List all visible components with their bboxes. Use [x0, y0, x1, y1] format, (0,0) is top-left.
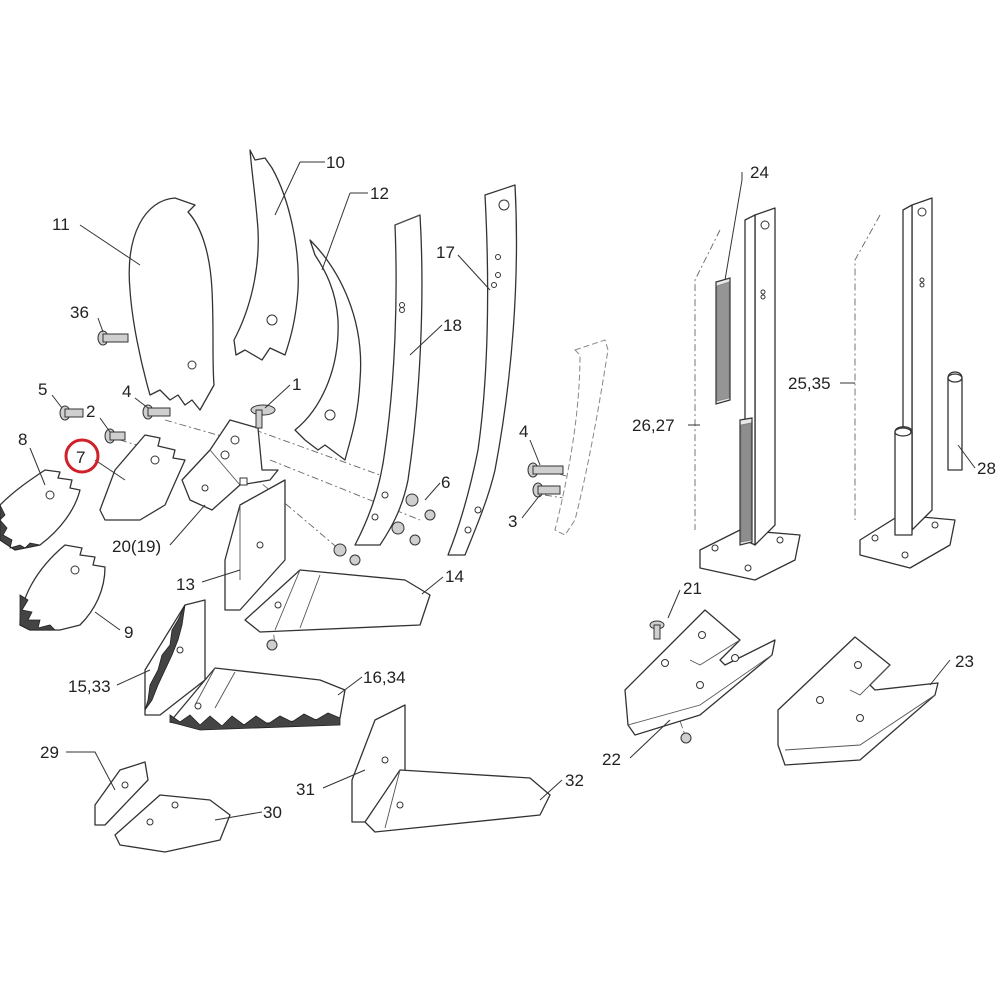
bolt-36: [97, 330, 129, 346]
part-29-point: [94, 761, 149, 826]
bolt-21: [649, 620, 665, 640]
label-5: 5: [38, 380, 47, 399]
part-14-wing: [244, 569, 431, 633]
label-21: 21: [683, 579, 702, 598]
part-25-35-post: [859, 197, 956, 569]
label-22: 22: [602, 750, 621, 769]
ghost-bar: [554, 339, 609, 536]
washers-6: [266, 493, 692, 744]
label-16-34: 16,34: [363, 668, 406, 687]
label-11: 11: [52, 215, 70, 234]
label-15-33: 15,33: [68, 677, 111, 696]
label-14: 14: [445, 567, 464, 586]
label-17: 17: [436, 243, 455, 262]
label-23: 23: [955, 652, 974, 671]
bolt-4b: [527, 462, 564, 478]
label-4a: 4: [122, 382, 131, 401]
label-26-27: 26,27: [632, 416, 675, 435]
bolt-5: [59, 405, 84, 421]
label-10: 10: [326, 153, 345, 172]
label-24: 24: [750, 163, 769, 182]
part-13-point: [224, 479, 286, 611]
part-23-plate: [777, 636, 939, 766]
leader-lines: [29, 161, 976, 821]
bolt-4a: [142, 404, 171, 420]
bolt-2: [104, 428, 126, 444]
label-4b: 4: [519, 422, 528, 441]
label-12: 12: [370, 184, 389, 203]
highlight-circle-7: [64, 438, 100, 474]
label-29: 29: [40, 743, 59, 762]
label-1: 1: [292, 375, 301, 394]
part-28-pin: [947, 371, 963, 471]
label-31: 31: [296, 780, 315, 799]
label-36: 36: [70, 303, 89, 322]
label-32: 32: [565, 771, 584, 790]
bolt-1: [250, 404, 276, 429]
part-10-plate: [233, 149, 299, 361]
label-28: 28: [977, 459, 996, 478]
part-17-bar: [447, 184, 518, 556]
part-20-bracket: [181, 419, 279, 511]
part-9-share: [19, 544, 106, 631]
label-13: 13: [176, 575, 195, 594]
part-12-moldboard: [294, 239, 362, 461]
label-9: 9: [124, 623, 133, 642]
part-32-wing: [364, 769, 551, 833]
part-16-34-toothed-wing: [169, 667, 346, 731]
part-26-27-post: [699, 207, 801, 581]
label-2: 2: [86, 402, 95, 421]
label-30: 30: [263, 803, 282, 822]
part-18-bar: [354, 214, 423, 546]
part-labels: 10 11 12 36 17 18 5 2 4 1 8 7 6 4 3 20(1…: [18, 153, 996, 822]
label-18: 18: [443, 316, 462, 335]
label-20-19: 20(19): [112, 537, 161, 556]
part-7-share: [99, 434, 186, 521]
label-8: 8: [18, 430, 27, 449]
part-11-shield: [128, 197, 215, 411]
label-25-35: 25,35: [788, 374, 831, 393]
label-7: 7: [76, 448, 85, 467]
part-22-plate: [624, 609, 776, 736]
part-15-33-toothed-point: [144, 599, 206, 716]
part-30-wing: [114, 794, 231, 853]
label-6: 6: [441, 473, 450, 492]
part-8-share: [0, 469, 81, 551]
part-24-strip: [715, 277, 731, 405]
label-3: 3: [508, 512, 517, 531]
fasteners: [59, 330, 692, 744]
